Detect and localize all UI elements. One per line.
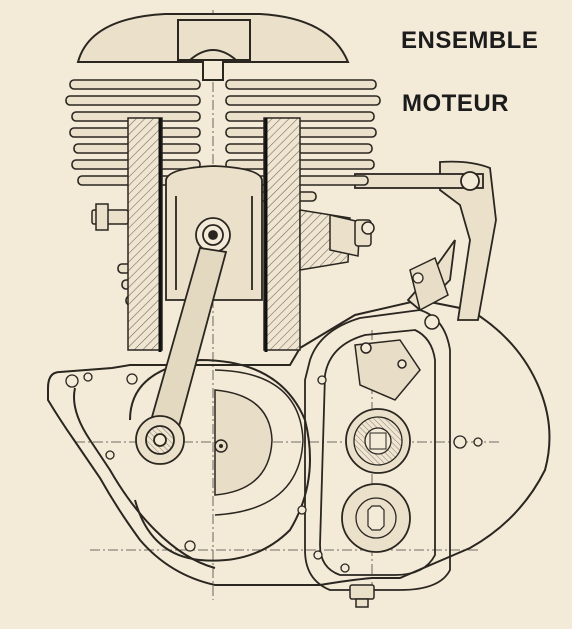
drain-plug [349, 584, 375, 608]
gear-shaft [345, 408, 411, 474]
cylinder-head [76, 13, 350, 81]
cylinder-liner [127, 117, 351, 352]
crankshaft-flywheel [214, 369, 304, 516]
gearbox-housing [304, 309, 451, 591]
cylinder-stud [91, 203, 129, 231]
spark-plug [329, 214, 375, 257]
gear-selector [354, 256, 449, 401]
piston [165, 165, 263, 301]
title-line-1: ENSEMBLE [401, 27, 539, 54]
connecting-rod [135, 246, 228, 465]
output-shaft [341, 483, 411, 553]
mounting-bolts [65, 272, 483, 573]
title-line-2: MOTEUR [402, 90, 509, 117]
